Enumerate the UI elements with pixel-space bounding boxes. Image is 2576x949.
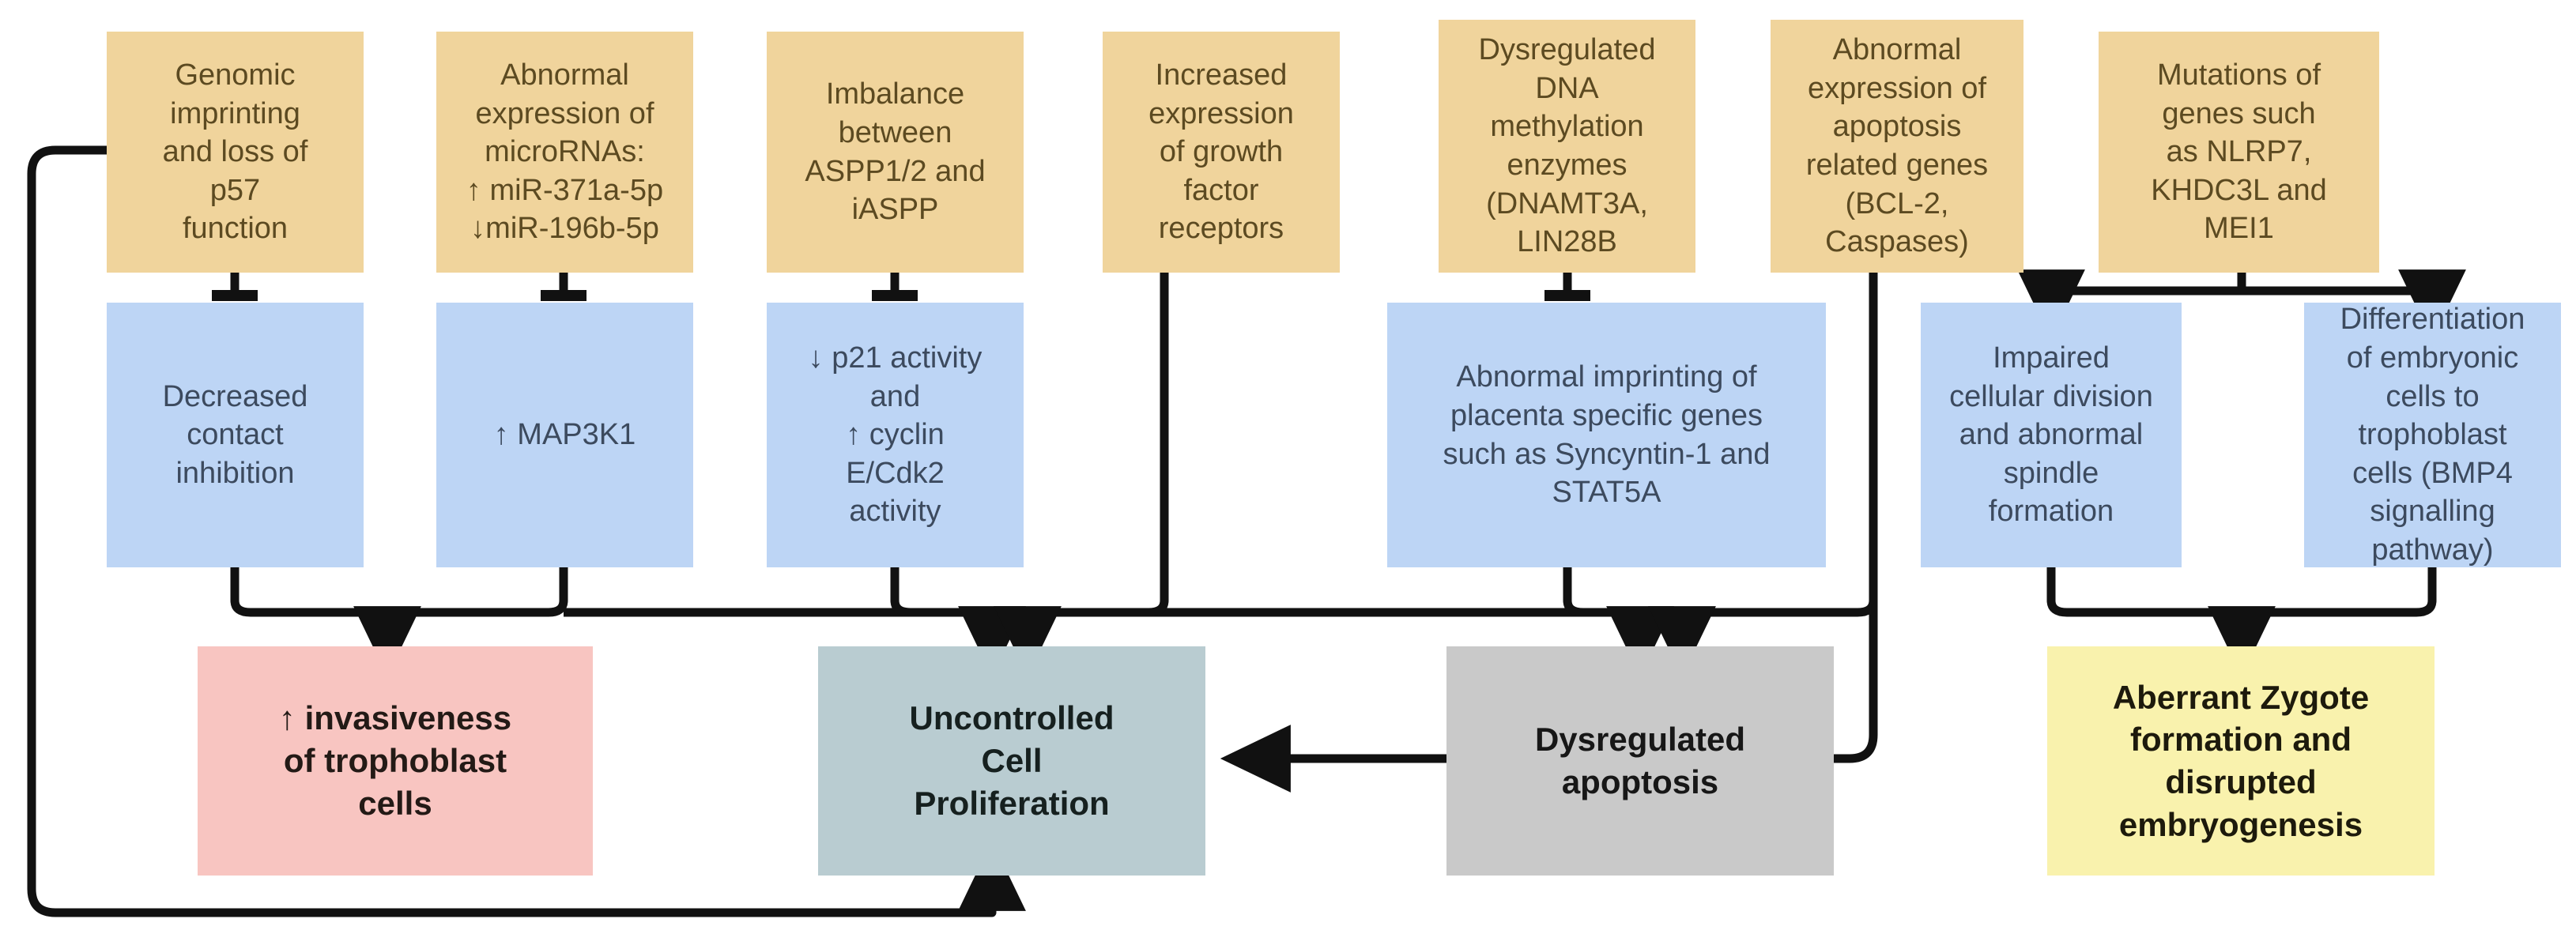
connector-c1-e1: [212, 273, 258, 301]
cause-box-genomic-imprinting[interactable]: Genomic imprinting and loss of p57 funct…: [107, 32, 364, 273]
outcome-box-dysregulated-apoptosis[interactable]: Dysregulated apoptosis: [1446, 646, 1834, 876]
outcome-box-trophoblast-invasiveness[interactable]: ↑ invasiveness of trophoblast cells: [198, 646, 593, 876]
outcome-box-uncontrolled-proliferation[interactable]: Uncontrolled Cell Proliferation: [818, 646, 1205, 876]
connector-c3-e3: [872, 273, 918, 301]
cause-box-dna-methylation-enzymes[interactable]: Dysregulated DNA methylation enzymes (DN…: [1439, 20, 1695, 273]
connector-e5-to-o3: [1563, 567, 1674, 677]
connector-e3-to-o2: [890, 567, 1026, 677]
effect-box-embryonic-differentiation[interactable]: Differentiation of embryonic cells to tr…: [2304, 303, 2561, 567]
cause-box-growth-factor-receptors[interactable]: Increased expression of growth factor re…: [1103, 32, 1340, 273]
effect-box-decreased-contact-inhibition[interactable]: Decreased contact inhibition: [107, 303, 364, 567]
cause-box-microrna-expression[interactable]: Abnormal expression of microRNAs: ↑ miR-…: [436, 32, 693, 273]
effect-box-impaired-cell-division[interactable]: Impaired cellular division and abnormal …: [1921, 303, 2182, 567]
effect-box-map3k1[interactable]: ↑ MAP3K1: [436, 303, 693, 567]
cause-box-gene-mutations[interactable]: Mutations of genes such as NLRP7, KHDC3L…: [2099, 32, 2379, 273]
connector-c7-split: [2017, 269, 2466, 341]
connector-c5-e5: [1544, 273, 1590, 301]
connector-e1-e2-to-o1: [230, 567, 568, 677]
connector-c4-to-o2: [994, 273, 1169, 677]
connector-c2-e2: [541, 273, 586, 301]
cause-box-apoptosis-genes[interactable]: Abnormal expression of apoptosis related…: [1771, 20, 2023, 273]
effect-box-p21-cyclin[interactable]: ↓ p21 activity and ↑ cyclin E/Cdk2 activ…: [767, 303, 1024, 567]
connector-e7-to-o4: [2046, 567, 2437, 677]
effect-box-placenta-imprinting[interactable]: Abnormal imprinting of placenta specific…: [1387, 303, 1826, 567]
outcome-box-aberrant-zygote[interactable]: Aberrant Zygote formation and disrupted …: [2047, 646, 2435, 876]
cause-box-aspp-imbalance[interactable]: Imbalance between ASPP1/2 and iASPP: [767, 32, 1024, 273]
